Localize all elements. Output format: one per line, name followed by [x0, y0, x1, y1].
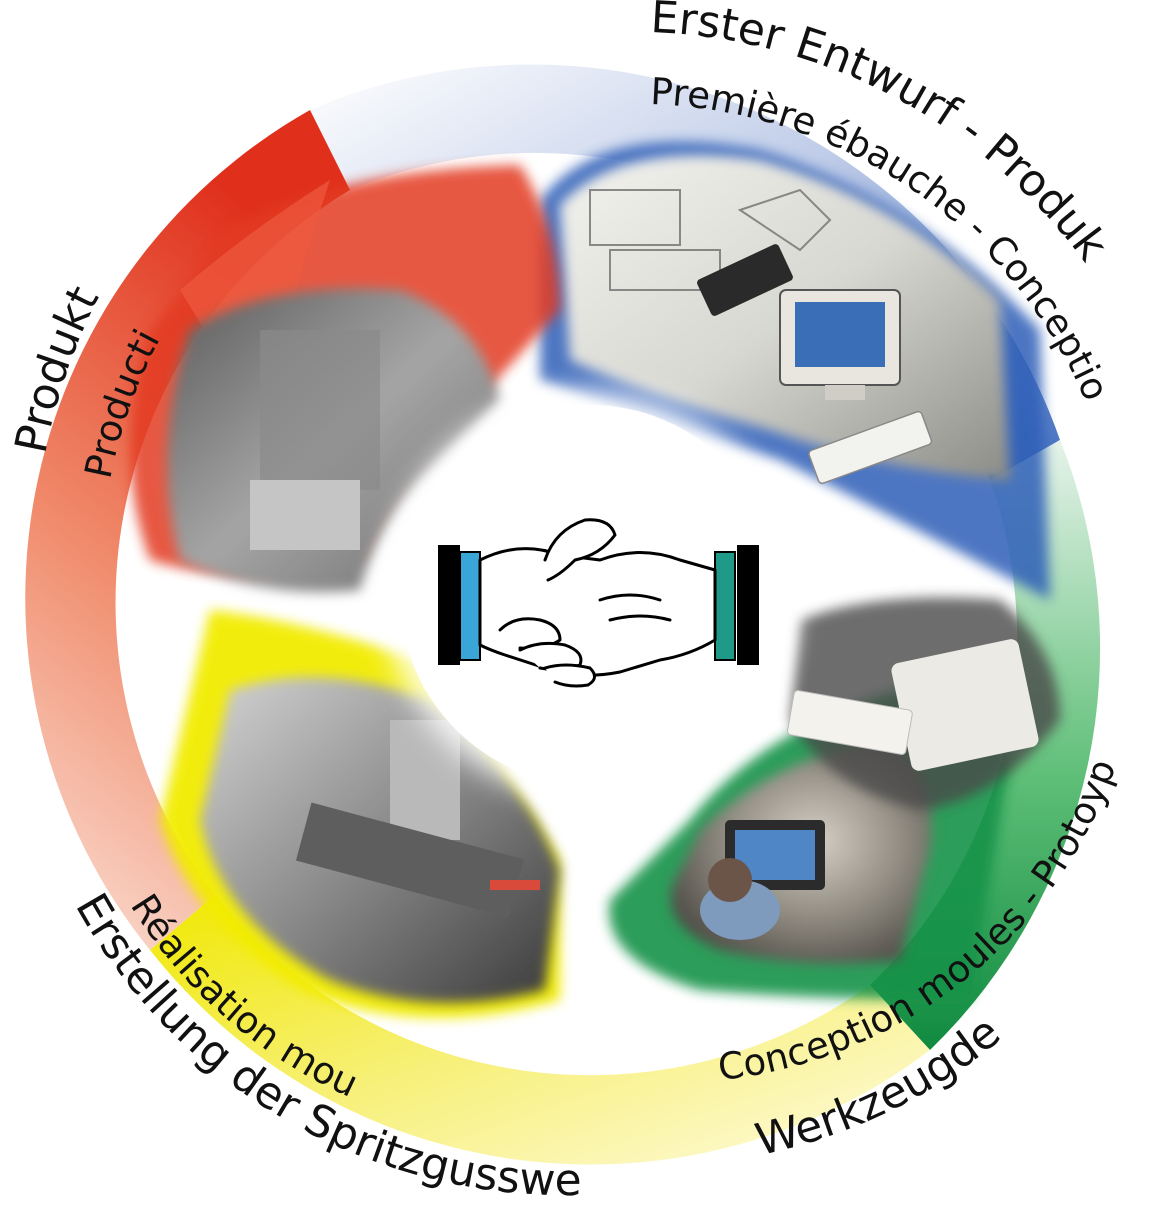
handshake-icon: [438, 518, 759, 688]
ring-segment-molds: [150, 895, 930, 1165]
production-panel: [130, 165, 560, 592]
design-panel: [540, 141, 1050, 600]
cuff-left: [459, 551, 481, 661]
prototype-parts-photo: [787, 597, 1060, 810]
cuff-right: [714, 551, 736, 661]
ring-segment-production: [25, 110, 351, 950]
